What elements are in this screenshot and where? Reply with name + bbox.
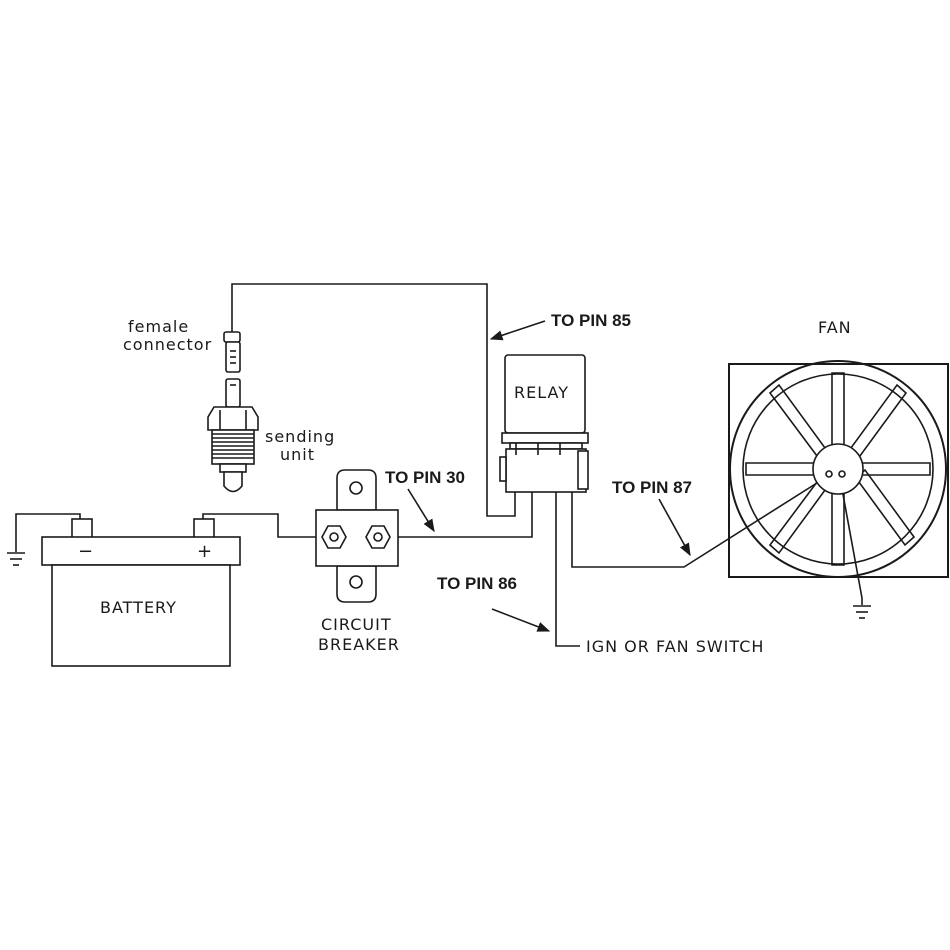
battery-plus-post (193, 518, 215, 539)
fan-terminal-1 (825, 470, 833, 478)
ground-symbol (7, 552, 25, 566)
fan-terminal-2 (838, 470, 846, 478)
arrow-pin-87 (658, 498, 691, 557)
pin-87-label: TO PIN 87 (612, 478, 692, 497)
wire-to-pin-87 (571, 475, 829, 568)
battery-lid (41, 536, 241, 566)
pin-30-label: TO PIN 30 (385, 468, 465, 487)
fan-hub (812, 443, 864, 495)
relay (499, 354, 589, 493)
arrow-pin-30 (407, 488, 435, 533)
battery-body (51, 564, 231, 667)
thread-lines (212, 433, 254, 459)
arrow-pin-86 (491, 608, 551, 632)
pin-85-label: TO PIN 85 (551, 311, 631, 330)
fan-ring-outer (729, 360, 947, 578)
wire-to-pin-86 (555, 492, 580, 647)
circuit-breaker (315, 469, 399, 603)
sending-unit-label-2: unit (280, 445, 315, 464)
female-connector-label-1: female (128, 317, 189, 336)
circuit-breaker-label-1: CIRCUIT (321, 615, 392, 634)
relay-socket (505, 448, 587, 493)
fan (728, 360, 949, 578)
relay-label: RELAY (514, 383, 569, 402)
ign-switch-label: IGN OR FAN SWITCH (586, 637, 764, 656)
female-connector (223, 331, 241, 373)
terminal-nut-right (365, 525, 391, 549)
circuit-breaker-label-2: BREAKER (318, 635, 400, 654)
wire-battery-ground (15, 513, 81, 552)
sending-unit (207, 378, 259, 493)
battery-minus-symbol: − (78, 541, 93, 562)
battery (41, 518, 241, 667)
pin-86-label: TO PIN 86 (437, 574, 517, 593)
arrow-pin-85 (489, 320, 546, 341)
relay-base (501, 432, 589, 444)
wire-to-pin-85 (231, 283, 516, 517)
sending-unit-label-1: sending (265, 427, 335, 446)
fan-ring-inner (742, 373, 934, 565)
fan-ground-symbol (853, 598, 871, 619)
battery-minus-post (71, 518, 93, 539)
wire-to-pin-30 (378, 492, 533, 538)
female-connector-label-2: connector (123, 335, 212, 354)
terminal-nut-left (321, 525, 347, 549)
fan-label: FAN (818, 318, 852, 337)
battery-plus-symbol: + (197, 541, 212, 562)
battery-label: BATTERY (100, 598, 177, 617)
wire-battery-positive (202, 513, 330, 538)
